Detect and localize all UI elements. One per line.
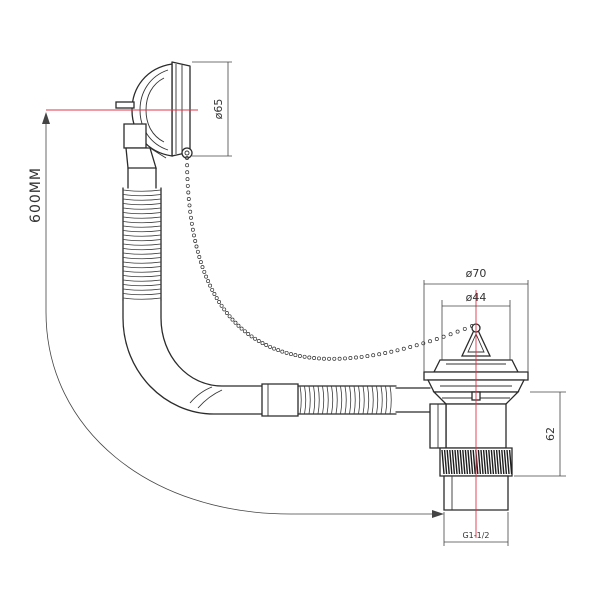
inner-diameter-label: ø44	[466, 291, 487, 304]
dimension-labels: ø65 600MM ø70 ø44 62 G1-1/2	[28, 99, 557, 540]
overflow-diameter-label: ø65	[212, 99, 225, 120]
outer-diameter-label: ø70	[466, 267, 487, 280]
dimension-lines	[42, 61, 566, 546]
corrugated-vertical-section	[122, 187, 162, 301]
center-lines	[46, 109, 477, 538]
thread-size-label: G1-1/2	[462, 531, 489, 540]
thread-section	[441, 449, 513, 475]
waste-height-label: 62	[544, 427, 557, 441]
overflow-pipe	[122, 167, 431, 417]
total-length-label: 600MM	[28, 167, 44, 223]
plug-chain	[185, 156, 474, 361]
corrugated-horizontal-section	[297, 385, 397, 415]
overflow-head	[115, 61, 193, 169]
